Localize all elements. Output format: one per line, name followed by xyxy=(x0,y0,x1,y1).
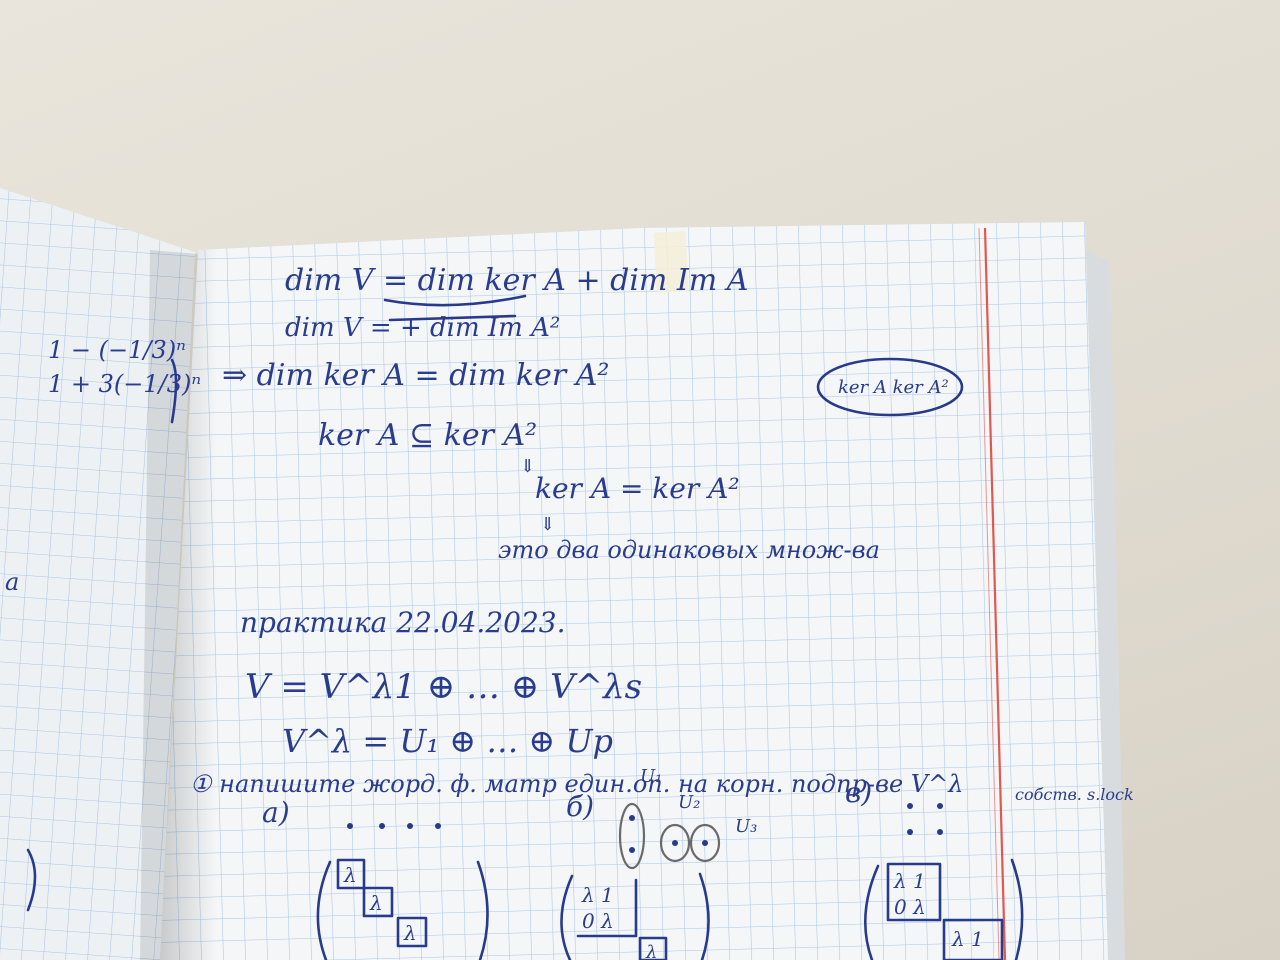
note-line-3: ⇒ dim ker A = dim ker A² xyxy=(222,358,609,393)
matrix-bracket xyxy=(316,860,332,960)
left-page-notes: 1 − (−1/3)ⁿ 1 + 3(−1/3)ⁿ a xyxy=(5,336,201,912)
margin-line xyxy=(983,227,1007,960)
label-c: в) xyxy=(845,776,872,809)
label-u1: U₁ xyxy=(640,766,662,787)
dot xyxy=(379,823,385,829)
svg-text:λ: λ xyxy=(343,863,357,887)
left-formula-2: 1 + 3(−1/3)ⁿ xyxy=(48,370,201,398)
dot xyxy=(435,823,441,829)
label-b: б) xyxy=(566,790,594,823)
note-line-2: dim V = + dim Im A² xyxy=(285,313,560,343)
svg-text:0 λ: 0 λ xyxy=(582,909,614,933)
svg-text:0 λ: 0 λ xyxy=(894,895,926,919)
jordan-block xyxy=(336,858,366,890)
circled-note-ellipse xyxy=(816,357,964,417)
left-page xyxy=(0,188,198,960)
implies-arrow-1: ⇓ xyxy=(520,456,535,477)
task-statement: ① напишите жорд. ф. матр един.оп. на кор… xyxy=(190,770,963,798)
svg-text:λ: λ xyxy=(369,891,383,915)
task-side-note: собств. s.lock xyxy=(1015,785,1134,804)
handwritten-notes: dim V = dim ker A + dim Im A dim V = + d… xyxy=(190,263,1134,960)
right-page xyxy=(160,222,1108,960)
dot xyxy=(347,823,353,829)
circled-note: ker A ker A² xyxy=(838,377,949,398)
dot xyxy=(407,823,413,829)
svg-text:λ 1: λ 1 xyxy=(951,927,984,951)
tape xyxy=(653,231,689,293)
label-u3: U₃ xyxy=(735,816,757,837)
implies-arrow-2: ⇓ xyxy=(540,514,555,535)
svg-text:λ: λ xyxy=(645,942,657,960)
svg-text:λ 1: λ 1 xyxy=(893,869,926,893)
note-line-7: V = V^λ1 ⊕ … ⊕ V^λs xyxy=(245,667,642,707)
note-line-6: это два одинаковых множ-ва xyxy=(498,536,880,564)
practice-heading: практика 22.04.2023. xyxy=(240,606,566,639)
label-a: а) xyxy=(262,796,290,829)
note-line-8: V^λ = U₁ ⊕ … ⊕ Up xyxy=(282,722,613,760)
subspace-oval xyxy=(618,802,646,870)
note-line-4: ker A ⊆ ker A² xyxy=(318,418,537,453)
svg-text:λ: λ xyxy=(403,921,417,945)
label-u2: U₂ xyxy=(678,792,700,813)
note-line-1: dim V = dim ker A + dim Im A xyxy=(285,263,748,298)
note-line-5: ker A = ker A² xyxy=(535,472,740,505)
left-formula-1: 1 − (−1/3)ⁿ xyxy=(48,336,186,364)
svg-text:λ 1: λ 1 xyxy=(581,883,614,907)
left-letter-a: a xyxy=(5,568,19,596)
